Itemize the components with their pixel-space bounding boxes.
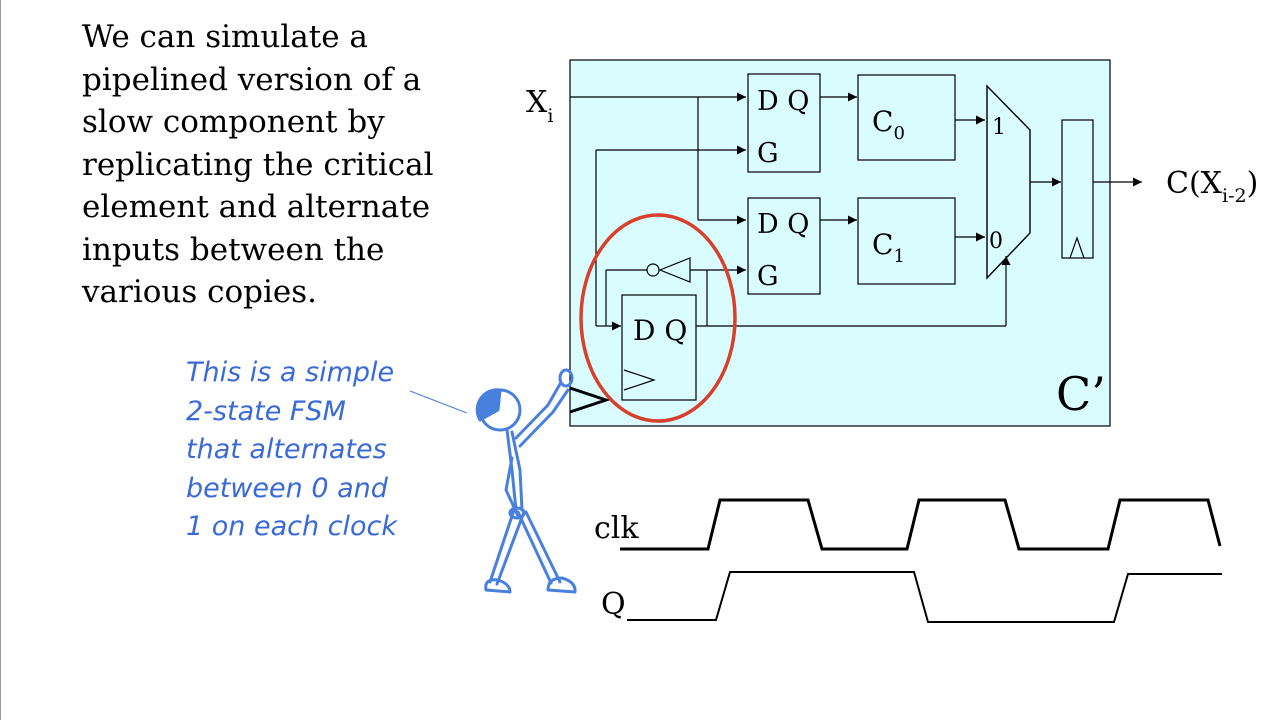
latch-top <box>747 73 821 173</box>
body-line: element and alternate <box>82 189 431 225</box>
fsm-annotation: This is a simple 2-state FSM that altern… <box>186 354 426 547</box>
multiplexer <box>986 84 1031 280</box>
latch-top-g: G <box>757 138 779 169</box>
body-line: various copies. <box>82 274 318 310</box>
stick-figure <box>475 368 577 594</box>
output-label: C(Xi-2) <box>1166 166 1258 207</box>
stick-figure-hand <box>558 368 574 388</box>
fsm-highlight-ring <box>579 213 737 423</box>
stick-figure-body <box>505 428 524 512</box>
stick-figure-raised-arm <box>514 382 570 448</box>
body-line: We can simulate a <box>82 19 368 55</box>
body-line: slow component by <box>82 104 385 140</box>
clk-label: clk <box>594 511 639 546</box>
annotation-line: 2-state FSM <box>186 395 346 427</box>
annotation-line: between 0 and <box>186 472 388 504</box>
body-line: pipelined version of a <box>82 61 422 98</box>
annotation-line: 1 on each clock <box>186 511 398 542</box>
output-register <box>1061 119 1094 259</box>
c1-label: C1 <box>872 228 905 267</box>
q-label: Q <box>601 587 626 622</box>
inverter-bubble <box>646 263 660 277</box>
stick-figure-foot-left <box>484 578 512 594</box>
annotation-pointer <box>409 390 468 414</box>
clock-input-triangle <box>569 386 611 414</box>
toggle-flip-flop <box>621 294 697 401</box>
component-c1 <box>857 197 956 285</box>
component-c0 <box>857 74 956 161</box>
annotation-line: This is a simple <box>186 357 395 388</box>
body-line: replicating the critical <box>82 146 434 183</box>
annotation-line: that alternates <box>186 434 387 465</box>
flip-flop-clock-triangle <box>623 369 656 391</box>
stick-figure-legs <box>488 508 562 586</box>
stick-figure-foot-right <box>546 576 577 594</box>
box-label: C’ <box>1056 367 1106 421</box>
output-register-clock-triangle <box>1069 236 1085 259</box>
q-waveform <box>627 571 1222 623</box>
flip-flop-dq: D Q <box>633 314 687 347</box>
slide-left-border <box>0 0 1 720</box>
mux-input-1-label: 1 <box>992 115 1006 140</box>
slide-body-text: We can simulate a pipelined version of a… <box>82 16 482 314</box>
clk-waveform <box>620 498 1222 551</box>
latch-bottom <box>747 197 821 295</box>
latch-top-dq: D Q <box>757 86 809 117</box>
latch-bottom-g: G <box>757 261 779 292</box>
latch-bottom-dq: D Q <box>757 209 809 240</box>
input-label: Xi <box>526 85 553 127</box>
mux-input-0-label: 0 <box>989 229 1003 254</box>
c0-label: C0 <box>872 105 905 144</box>
inverter <box>658 257 691 283</box>
stick-figure-hair <box>475 388 502 422</box>
body-line: inputs between the <box>82 231 385 268</box>
